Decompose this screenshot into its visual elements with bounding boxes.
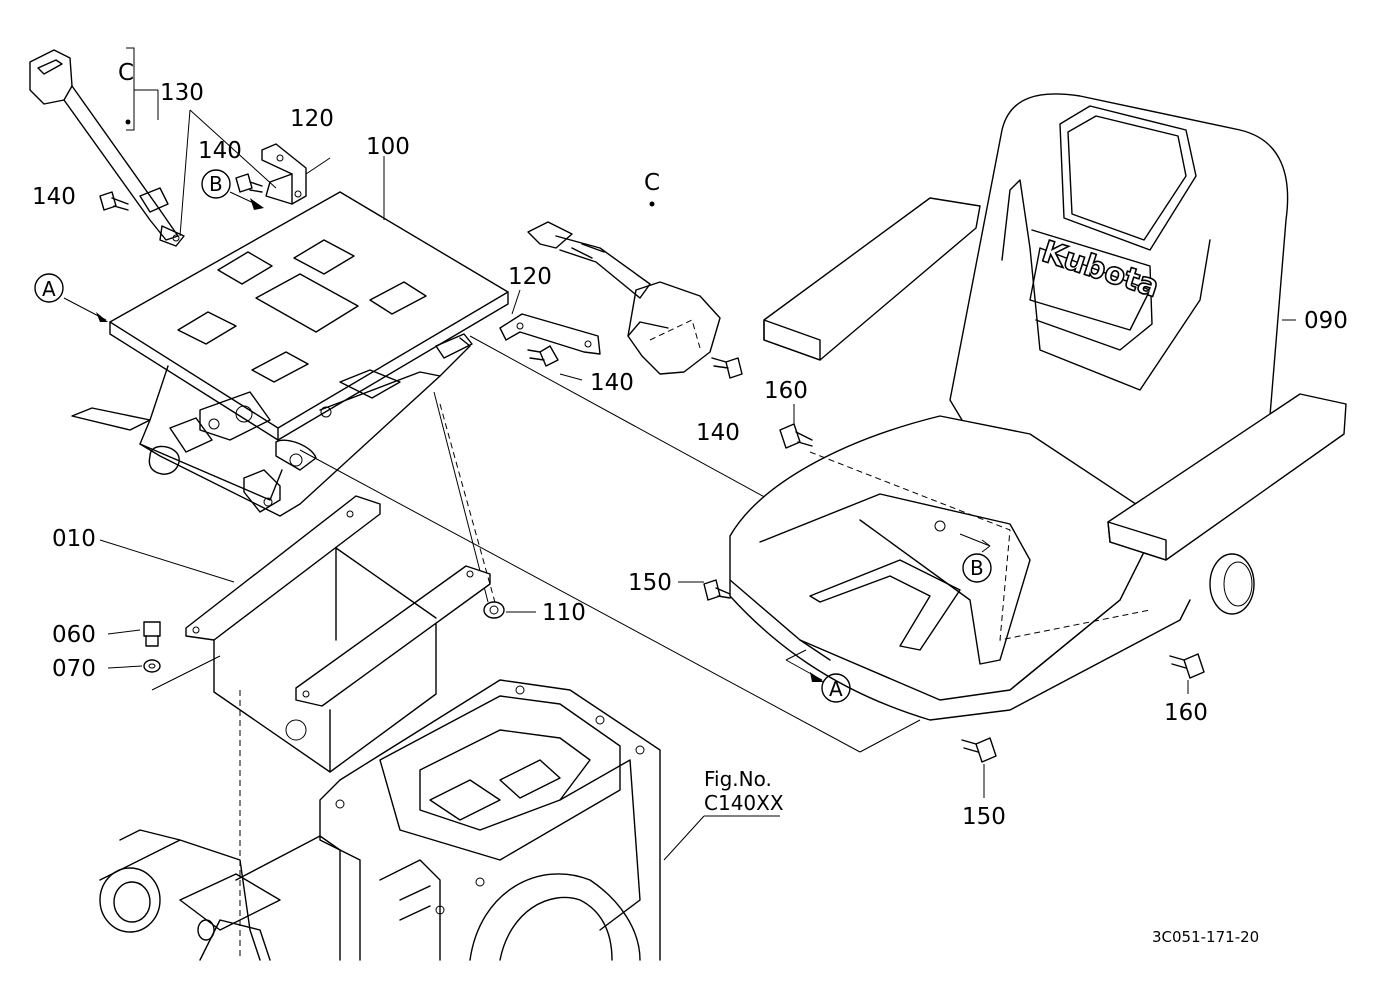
label-100: 100 xyxy=(366,134,410,160)
ref-marker-a-left xyxy=(34,273,108,322)
label-160-bottom: 160 xyxy=(1164,700,1208,726)
label-130: 130 xyxy=(160,80,204,106)
label-120-top: 120 xyxy=(290,106,334,132)
nut-110[interactable] xyxy=(483,601,505,619)
label-060: 060 xyxy=(52,622,96,648)
bolt-060[interactable] xyxy=(143,621,161,647)
ref-label-b-left: B xyxy=(209,172,223,196)
label-140-right: 140 xyxy=(696,420,740,446)
bolt-150-left[interactable] xyxy=(703,579,731,601)
label-010: 010 xyxy=(52,526,96,552)
seat-belt-buckle[interactable] xyxy=(29,49,185,247)
seat-belt-retractor[interactable] xyxy=(527,221,721,375)
seat-suspension-100[interactable] xyxy=(71,191,509,517)
ref-label-c-left: C xyxy=(118,60,134,86)
ref-marker-b-right xyxy=(962,553,992,583)
ref-marker-b-left xyxy=(201,169,264,210)
label-110: 110 xyxy=(542,600,586,626)
bolt-150-bottom[interactable] xyxy=(961,737,997,763)
label-090: 090 xyxy=(1304,308,1348,334)
ref-label-b-right: B xyxy=(970,556,984,580)
fig-ref-line2: C140XX xyxy=(704,791,784,815)
label-140-left: 140 xyxy=(32,184,76,210)
ref-label-a-right: A xyxy=(829,677,843,701)
bracket-010[interactable] xyxy=(185,495,491,773)
bolt-140-right[interactable] xyxy=(711,357,743,379)
fig-ref-line1: Fig.No. xyxy=(704,767,772,791)
operator-seat-090[interactable]: Kubota xyxy=(729,93,1347,721)
bolt-140-left[interactable] xyxy=(99,191,129,211)
ref-label-c-right: C xyxy=(644,170,660,196)
label-150-left: 150 xyxy=(628,570,672,596)
label-140-mid: 140 xyxy=(590,370,634,396)
label-150-bottom: 150 xyxy=(962,804,1006,830)
bolt-160-top[interactable] xyxy=(779,423,813,449)
drawing-code: 3C051-171-20 xyxy=(1152,928,1259,946)
bolt-140-side[interactable] xyxy=(527,345,559,367)
ref-label-a-left: A xyxy=(42,277,56,301)
label-070: 070 xyxy=(52,656,96,682)
washer-070[interactable] xyxy=(143,659,161,673)
label-160-top: 160 xyxy=(764,378,808,404)
bolt-160-bottom[interactable] xyxy=(1169,653,1205,679)
label-120-mid: 120 xyxy=(508,264,552,290)
bolt-140-top[interactable] xyxy=(235,173,263,193)
label-140-top: 140 xyxy=(198,138,242,164)
transmission-case xyxy=(99,679,661,961)
bracket-120-mid[interactable] xyxy=(499,313,601,355)
bracket-120-top[interactable] xyxy=(261,143,307,205)
ref-marker-a-right xyxy=(785,649,851,703)
